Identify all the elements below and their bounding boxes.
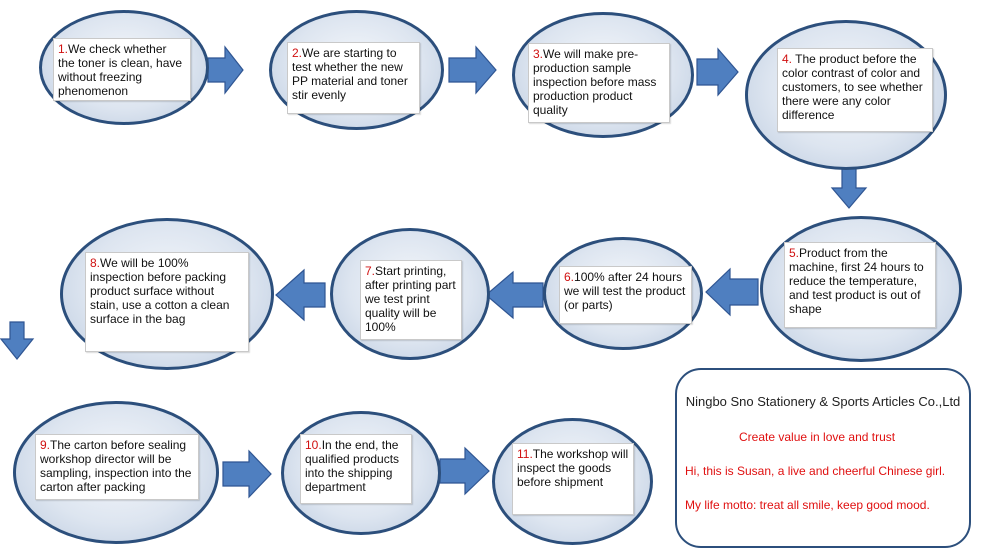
contact-intro: Hi, this is Susan, a live and cheerful C… [685, 464, 946, 478]
step-2-text: We are starting to test whether the new … [292, 46, 408, 102]
arrow-right-9-10 [222, 449, 272, 499]
arrow-left-7-8 [275, 268, 326, 322]
step-5-number: 5. [789, 246, 800, 260]
arrow-down-8-9 [0, 321, 35, 360]
step-4-text: The product before the color contrast of… [782, 52, 923, 122]
company-name: Ningbo Sno Stationery & Sports Articles … [685, 394, 961, 409]
step-1-text: We check whether the toner is clean, hav… [58, 42, 183, 98]
step-4-box: 4. The product before the color contrast… [777, 48, 933, 132]
company-info-panel: Ningbo Sno Stationery & Sports Articles … [675, 368, 971, 548]
step-10-number: 10. [305, 438, 322, 452]
arrow-right-3-4 [696, 47, 739, 97]
step-9-text: The carton before sealing workshop direc… [40, 438, 192, 494]
step-5-box: 5.Product from the machine, first 24 hou… [784, 242, 936, 328]
step-7-box: 7.Start printing, after printing part we… [360, 260, 462, 340]
step-11-box: 11.The workshop will inspect the goods b… [512, 443, 634, 515]
arrow-left-6-7 [485, 270, 544, 320]
step-2-box: 2.We are starting to test whether the ne… [287, 42, 420, 114]
step-6-text: 100% after 24 hours we will test the pro… [564, 270, 686, 312]
step-11-text: The workshop will inspect the goods befo… [517, 447, 629, 489]
step-8-text: We will be 100% inspection before packin… [90, 256, 230, 326]
step-3-number: 3. [533, 47, 544, 61]
step-9-number: 9. [40, 438, 51, 452]
step-6-number: 6. [564, 270, 575, 284]
arrow-right-2-3 [448, 45, 497, 95]
arrow-right-10-11 [439, 446, 490, 496]
arrow-right-1-2 [207, 45, 244, 95]
step-11-number: 11. [517, 447, 533, 461]
step-9-box: 9.The carton before sealing workshop dir… [35, 434, 199, 500]
step-5-text: Product from the machine, first 24 hours… [789, 246, 924, 316]
step-7-text: Start printing, after printing part we t… [365, 264, 456, 334]
step-10-box: 10.In the end, the qualified products in… [300, 434, 412, 504]
step-10-text: In the end, the qualified products into … [305, 438, 400, 494]
step-7-number: 7. [365, 264, 376, 278]
step-1-box: 1.We check whether the toner is clean, h… [53, 38, 191, 101]
step-2-number: 2. [292, 46, 303, 60]
step-6-box: 6.100% after 24 hours we will test the p… [559, 266, 692, 324]
step-3-box: 3.We will make pre-production sample ins… [528, 43, 670, 123]
step-8-number: 8. [90, 256, 101, 270]
arrow-down-4-5 [830, 167, 868, 209]
step-1-number: 1. [58, 42, 69, 56]
life-motto: My life motto: treat all smile, keep goo… [685, 498, 930, 512]
step-3-text: We will make pre-production sample inspe… [533, 47, 657, 117]
company-slogan: Create value in love and trust [739, 430, 896, 444]
step-4-number: 4. [782, 52, 793, 66]
step-8-box: 8.We will be 100% inspection before pack… [85, 252, 249, 352]
arrow-left-5-6 [705, 267, 759, 317]
